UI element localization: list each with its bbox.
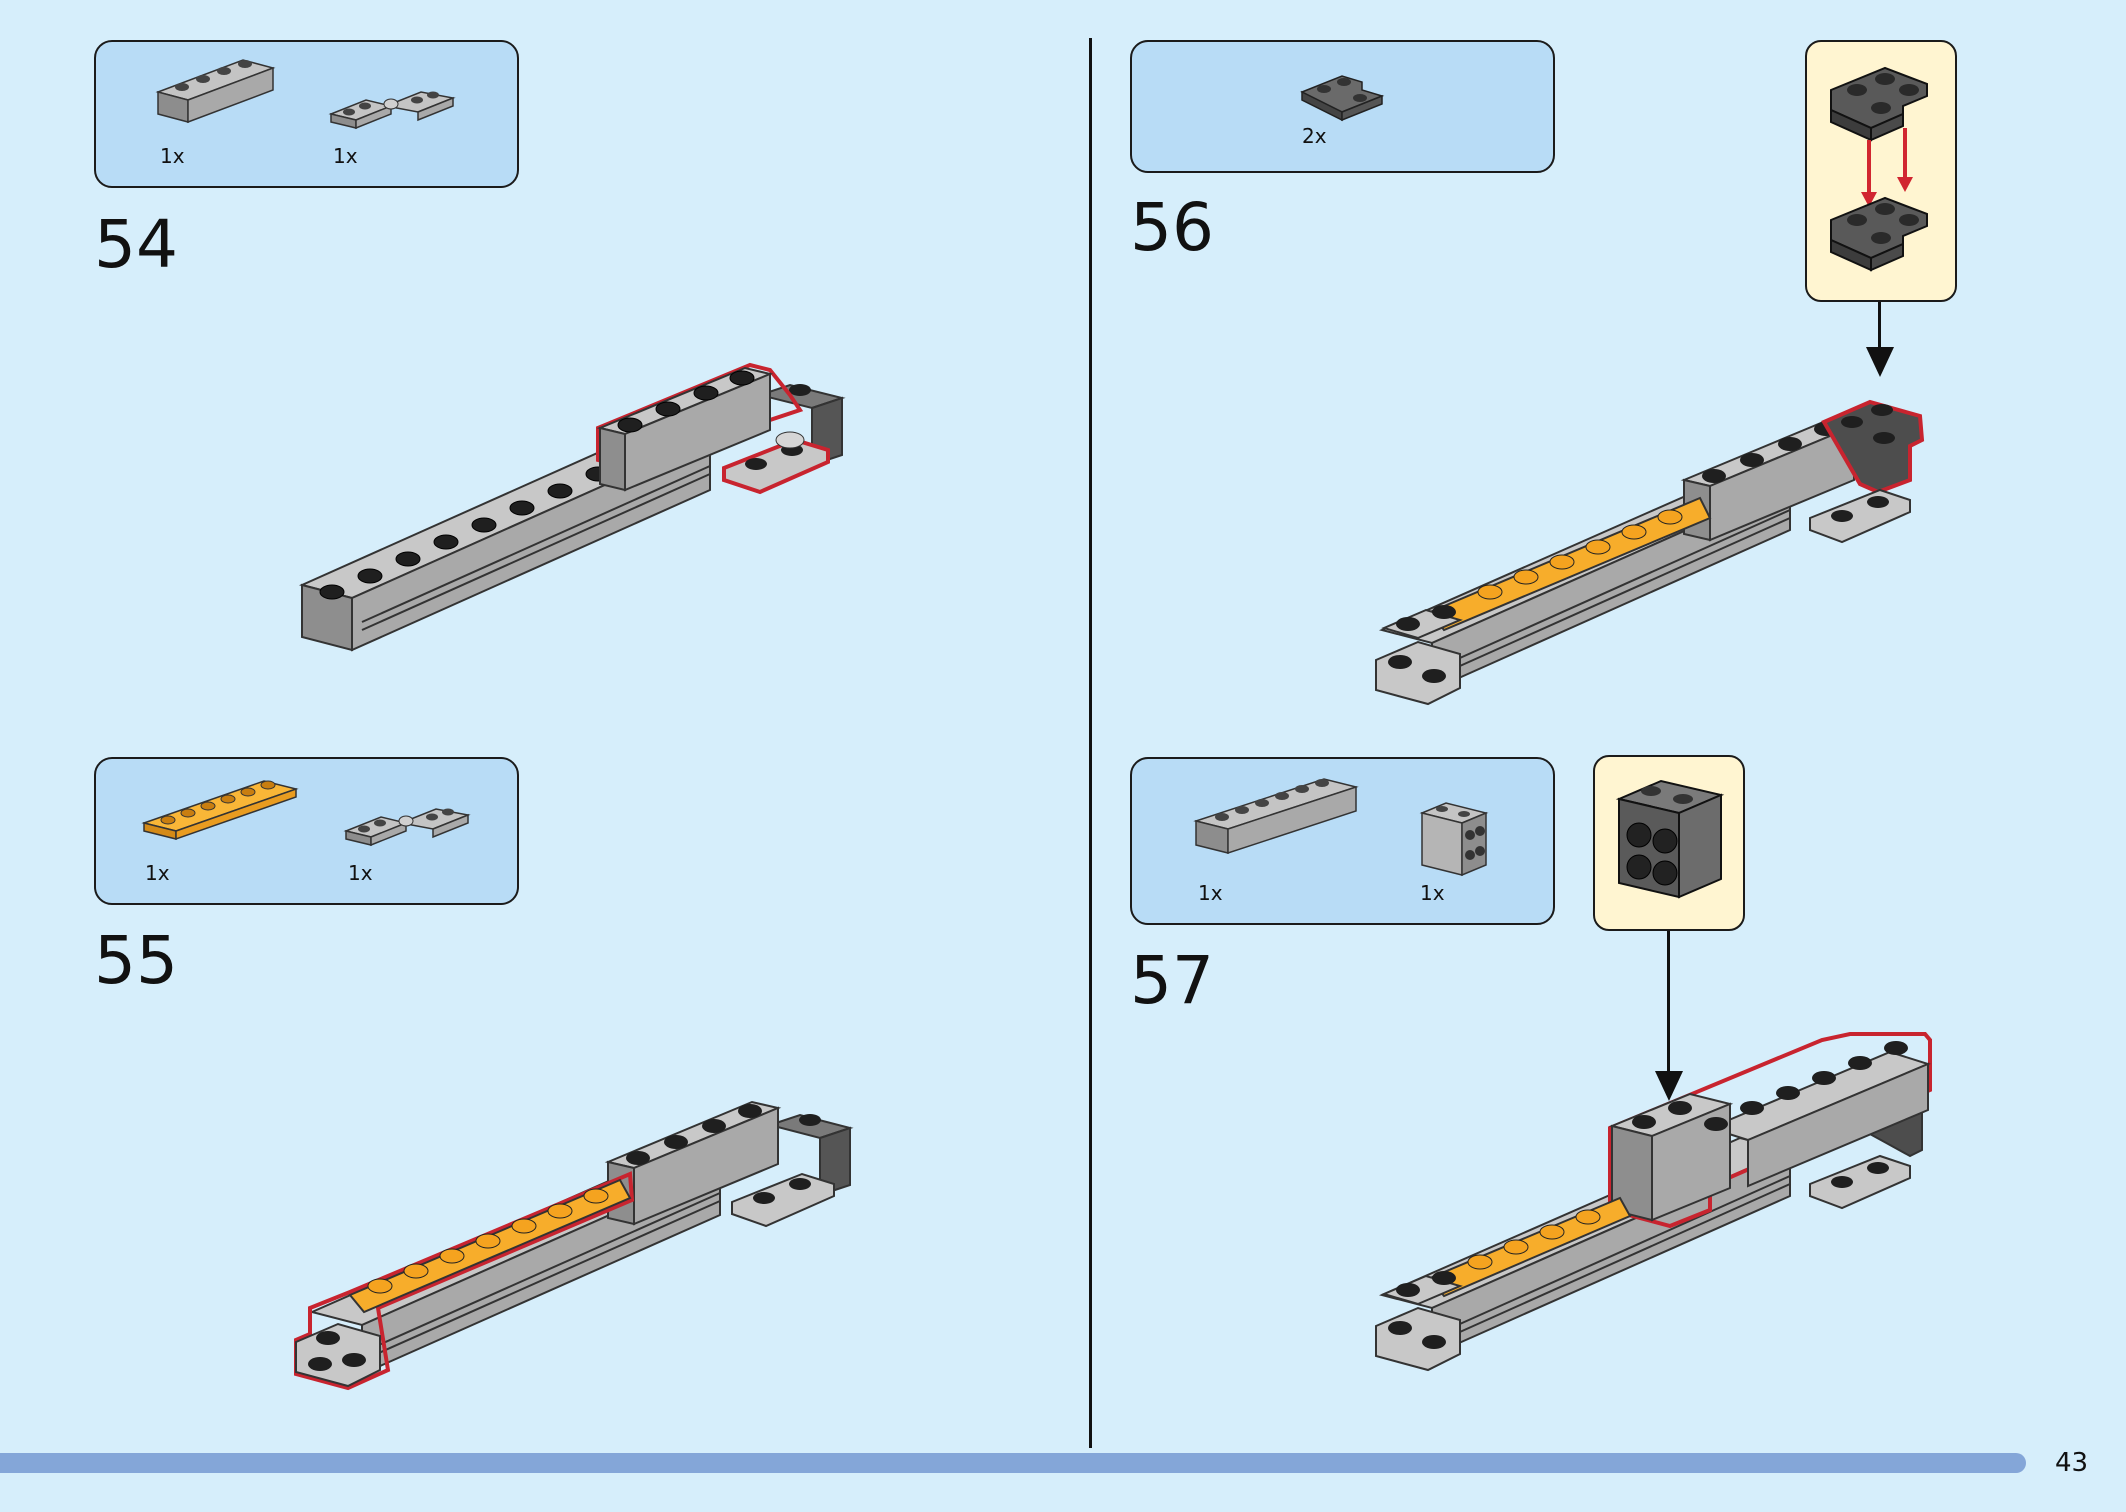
gray-hinge-plate-icon <box>343 808 471 847</box>
step-54-part-2-qty: 1x <box>333 144 358 168</box>
step-56-callout <box>1805 40 1957 302</box>
step-57-callout-arrow-head <box>1655 1071 1683 1101</box>
step-55-part-2-qty: 1x <box>348 861 373 885</box>
step-56-part-1-qty: 2x <box>1302 124 1327 148</box>
page-number: 43 <box>2055 1448 2089 1478</box>
gray-1x6-brick-icon <box>1193 778 1359 855</box>
step-55-number: 55 <box>94 922 178 999</box>
step-57-callout-arrow-line <box>1667 931 1670 1071</box>
gray-1x4-brick-icon <box>155 59 276 124</box>
step-57-part-2-qty: 1x <box>1420 881 1445 905</box>
step-56-number: 56 <box>1130 189 1214 266</box>
step-57-callout <box>1593 755 1745 931</box>
step-57-parts-box: 1x 1x <box>1130 757 1555 925</box>
step-56-callout-arrow-head <box>1866 347 1894 377</box>
step-57-model <box>1375 1032 1932 1372</box>
step-55-parts-box: 1x 1x <box>94 757 519 905</box>
step-54-parts-box: 1x 1x <box>94 40 519 188</box>
step-55-model <box>294 1100 854 1391</box>
step-54-number: 54 <box>94 206 178 283</box>
corner-plate-stack-icon <box>1830 66 1928 272</box>
gray-2x2-side-stud-brick-icon <box>1419 802 1489 877</box>
step-55-part-1-qty: 1x <box>145 861 170 885</box>
gray-hinge-plate-icon <box>328 91 456 130</box>
step-57-part-1-qty: 1x <box>1198 881 1223 905</box>
page-progress-bar <box>0 1453 2026 1473</box>
step-56-model <box>1375 399 1925 706</box>
orange-1x6-plate-icon <box>141 780 299 841</box>
step-56-callout-arrow-line <box>1878 302 1881 347</box>
step-57-number: 57 <box>1130 942 1214 1019</box>
center-divider <box>1089 38 1092 1448</box>
side-stud-brick-detail-icon <box>1615 779 1725 899</box>
step-54-part-1-qty: 1x <box>160 144 185 168</box>
dark-gray-corner-plate-icon <box>1300 75 1385 122</box>
step-54-model <box>298 362 846 652</box>
step-56-parts-box: 2x <box>1130 40 1555 173</box>
